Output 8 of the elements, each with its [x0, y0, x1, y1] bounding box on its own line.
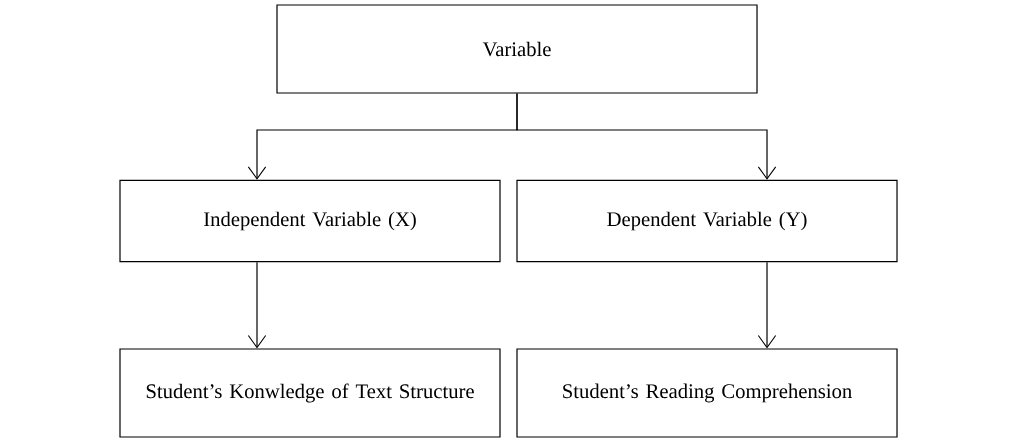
text-box: Dependent Variable (Y): [516, 179, 898, 263]
text-box: Student’s Konwledge of Text Structure: [119, 348, 501, 438]
text-box: Independent Variable (X): [119, 179, 501, 263]
text-box: Variable: [276, 4, 758, 94]
arrow: [757, 261, 777, 349]
arrow: [516, 93, 777, 180]
arrow: [247, 261, 267, 349]
text-box: Student’s Reading Comprehension: [516, 348, 898, 438]
